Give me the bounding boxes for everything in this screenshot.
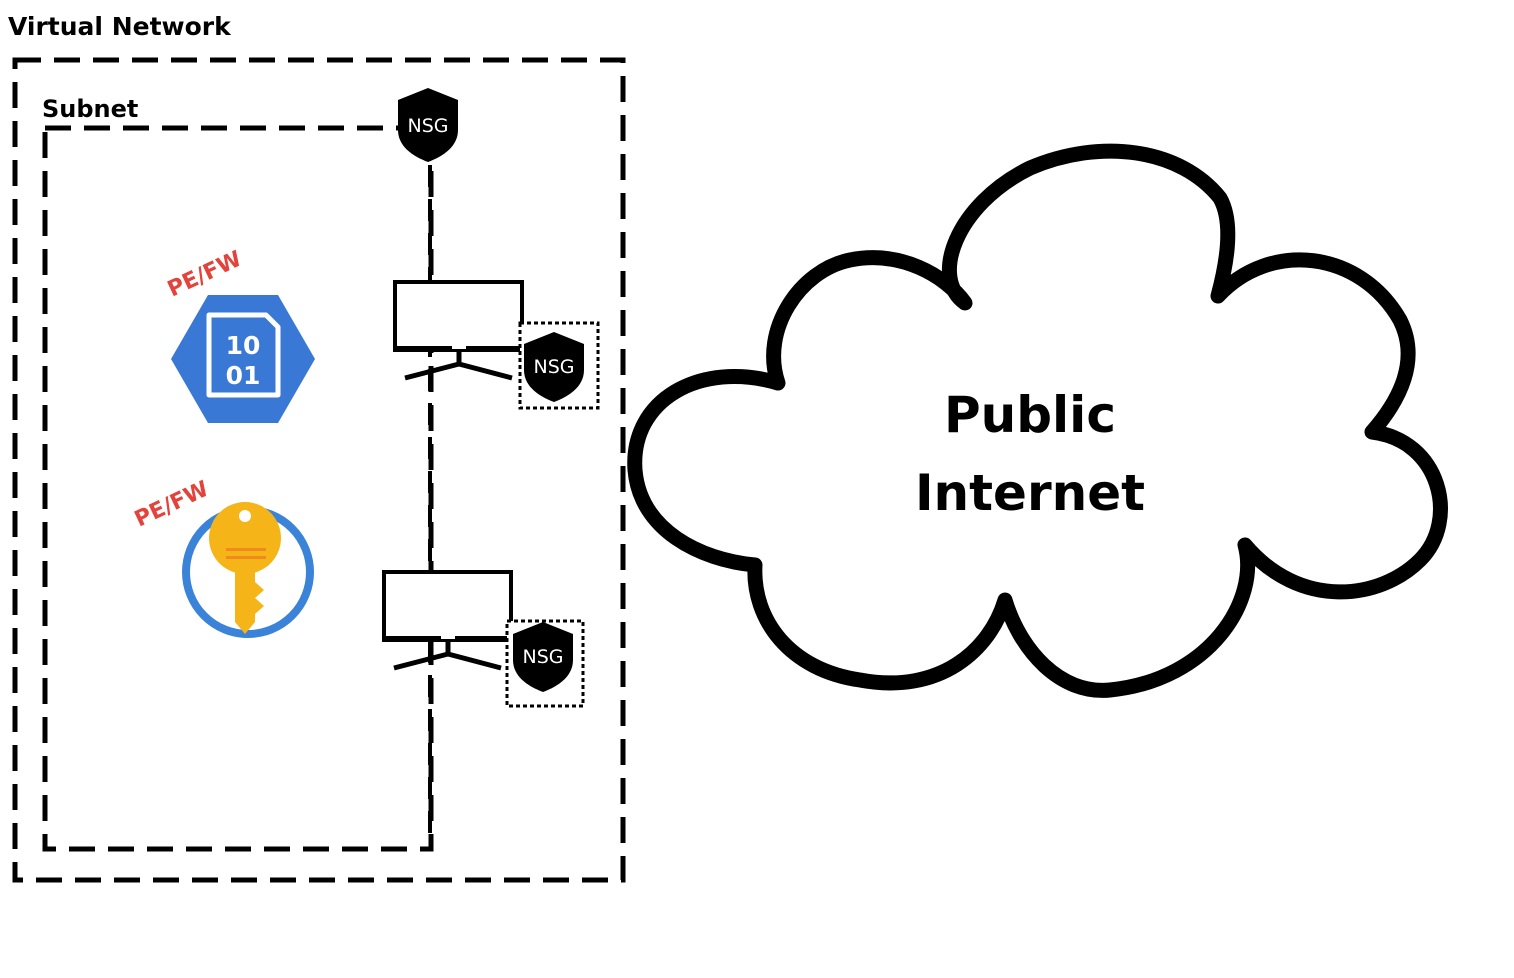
cloud-label-line2: Internet bbox=[915, 464, 1145, 522]
storage-glyph-line2: 01 bbox=[226, 361, 261, 390]
subnet-boundary bbox=[42, 125, 434, 852]
vm-2-nsg-shield-icon: NSG bbox=[513, 622, 573, 692]
storage-pe-fw-tag: PE/FW bbox=[164, 247, 246, 303]
storage-icon-group[interactable]: 10 01 bbox=[171, 295, 315, 423]
vm-2[interactable]: NSG bbox=[382, 570, 585, 708]
vm-1-nsg-shield-icon: NSG bbox=[524, 332, 584, 402]
vnet-label: Virtual Network bbox=[8, 12, 232, 41]
monitor-icon bbox=[393, 280, 524, 381]
nsg-label: NSG bbox=[408, 115, 449, 137]
public-internet-cloud[interactable]: Public Internet bbox=[627, 143, 1448, 698]
subnet-nsg-shield-icon: NSG bbox=[398, 88, 458, 162]
vm-1[interactable]: NSG bbox=[393, 280, 600, 410]
vnet-boundary bbox=[12, 57, 626, 883]
cloud-icon bbox=[627, 143, 1448, 698]
vm-2-nsg-label: NSG bbox=[523, 646, 564, 668]
vm-1-nsg-label: NSG bbox=[534, 356, 575, 378]
storage-glyph-line1: 10 bbox=[226, 331, 261, 360]
cloud-label-line1: Public bbox=[944, 386, 1116, 444]
keyvault-pe-fw-tag: PE/FW bbox=[131, 477, 213, 533]
subnet-label: Subnet bbox=[42, 95, 138, 123]
keyvault-icon-group[interactable] bbox=[182, 502, 314, 638]
monitor-icon bbox=[382, 570, 513, 671]
